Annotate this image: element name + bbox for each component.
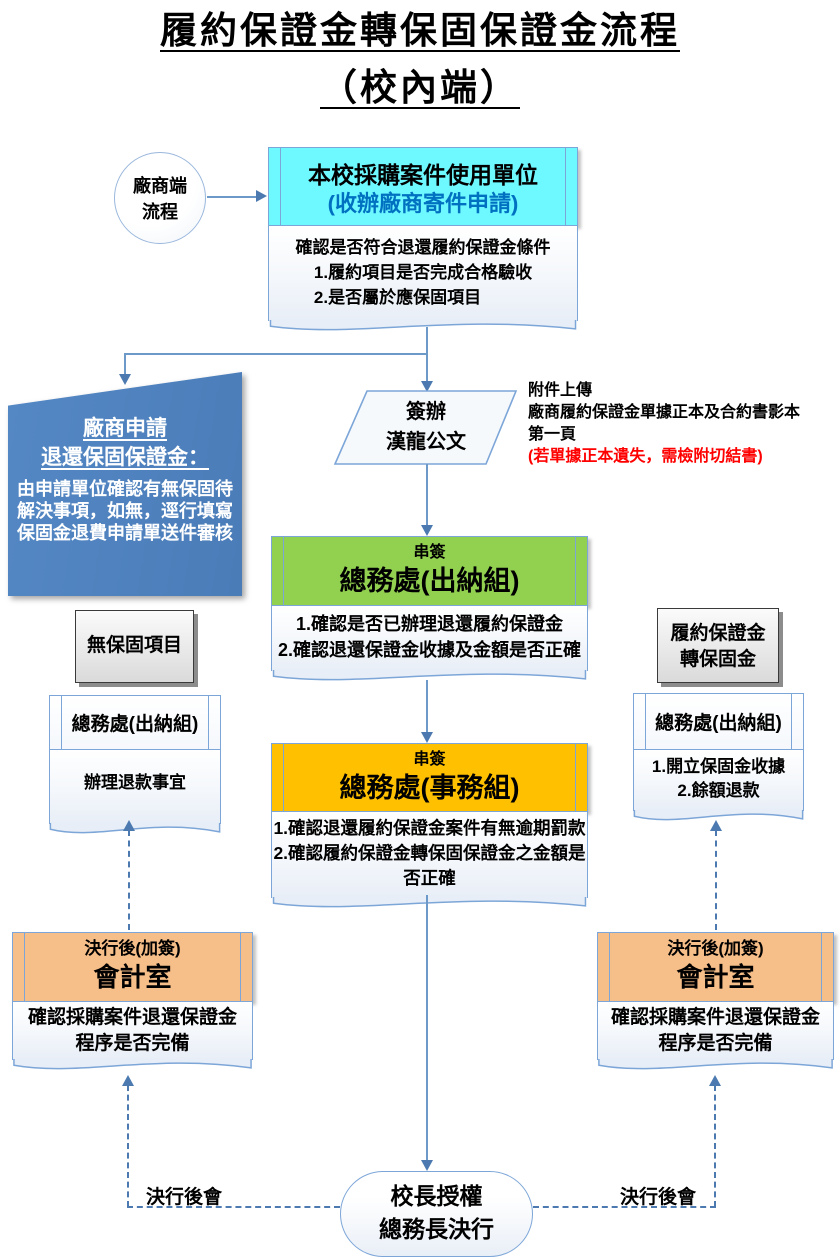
dashed-connector-left-acct-to-doc (128, 830, 130, 930)
dashed-connector-final-left-vertical (127, 1085, 129, 1207)
after-approval-label-right: 決行後會 (620, 1187, 697, 1208)
arrowhead-up-icon (709, 1075, 721, 1086)
arrowhead-up-icon (710, 820, 722, 831)
left-accounting-document: 確認採購案件退還保證金 程序是否完備 (12, 1002, 253, 1075)
document-wave (49, 823, 221, 839)
vendor-side-circle: 廠商端 流程 (114, 152, 206, 244)
cashier-serial-header: 串簽 總務處(出納組) (271, 536, 588, 606)
vendor-apply-node: 廠商申請 退還保固保證金： 由申請單位確認有無保固待 解決事項，如無，逕行填寫 … (8, 372, 242, 596)
right-cashier-header: 總務處(出納組) (633, 693, 804, 750)
document-wave (271, 897, 588, 913)
arrowhead-down-icon (420, 381, 433, 392)
arrowhead-down-icon (420, 732, 433, 743)
connector-branch (124, 353, 428, 355)
affairs-serial-document: 1.確認退還履約保證金案件有無逾期罰款 2.確認履約保證金轉保固保證金之金額是 … (271, 812, 588, 913)
connector-cashier-to-affairs (426, 680, 428, 735)
arrowhead-up-icon (123, 820, 135, 831)
right-accounting-header: 決行後(加簽) 會計室 (597, 932, 834, 1002)
arrowhead-right-icon (256, 190, 267, 202)
connector-branch-center (426, 353, 428, 382)
final-approval-node: 校長授權 總務長決行 (340, 1171, 533, 1257)
dashed-connector-final-right-vertical (714, 1085, 716, 1207)
connector-affairs-to-final (426, 895, 428, 1161)
connector-circle-to-start (207, 196, 257, 198)
sign-parallelogram (333, 390, 518, 465)
dashed-connector-final-left-horizontal (127, 1206, 340, 1208)
connector-branch-left (124, 353, 126, 375)
arrowhead-up-icon (122, 1075, 134, 1086)
document-wave (268, 320, 578, 336)
to-warranty-label-box: 履約保證金 轉保固金 (657, 608, 779, 683)
page-title: 履約保證金轉保固保證金流程 (160, 8, 680, 52)
connector-sign-to-cashier (426, 464, 428, 526)
right-accounting-document: 確認採購案件退還保證金 程序是否完備 (597, 1002, 834, 1075)
dashed-connector-right-acct-to-doc (715, 830, 717, 930)
connector-start-stub (426, 327, 428, 355)
start-unit-header: 本校採購案件使用單位 (收辦廠商寄件申請) (268, 147, 578, 226)
left-cashier-document: 辦理退款事宜 (49, 750, 221, 839)
affairs-serial-header: 串簽 總務處(事務組) (271, 743, 588, 812)
document-wave (597, 1059, 834, 1075)
cashier-serial-document: 1.確認是否已辦理退還履約保證金 2.確認退還保證金收據及金額是否正確 (271, 606, 588, 686)
sign-node-label: 簽辦 漢龍公文 (386, 401, 466, 453)
document-wave (12, 1059, 253, 1075)
arrowhead-down-icon (118, 374, 131, 385)
arrowhead-down-icon (420, 1160, 433, 1171)
after-approval-label-left: 決行後會 (146, 1187, 223, 1208)
attachment-note: 附件上傳 廠商履約保證金單據正本及合約書影本 第一頁 (若單據正本遺失，需檢附切… (528, 382, 801, 465)
start-unit-document: 確認是否符合退還履約保證金條件 1.履約項目是否完成合格驗收 2.是否屬於應保固… (268, 226, 578, 336)
page-subtitle: （校內端） (320, 65, 520, 109)
right-cashier-document: 1.開立保固金收據 2.餘額退款 (633, 750, 804, 826)
no-warranty-label-box: 無保固項目 (75, 610, 194, 683)
document-wave (633, 810, 804, 826)
left-cashier-header: 總務處(出納組) (49, 695, 221, 750)
arrowhead-down-icon (420, 525, 433, 536)
document-wave (271, 670, 588, 686)
left-accounting-header: 決行後(加簽) 會計室 (12, 932, 253, 1002)
dashed-connector-final-right-horizontal (533, 1206, 716, 1208)
